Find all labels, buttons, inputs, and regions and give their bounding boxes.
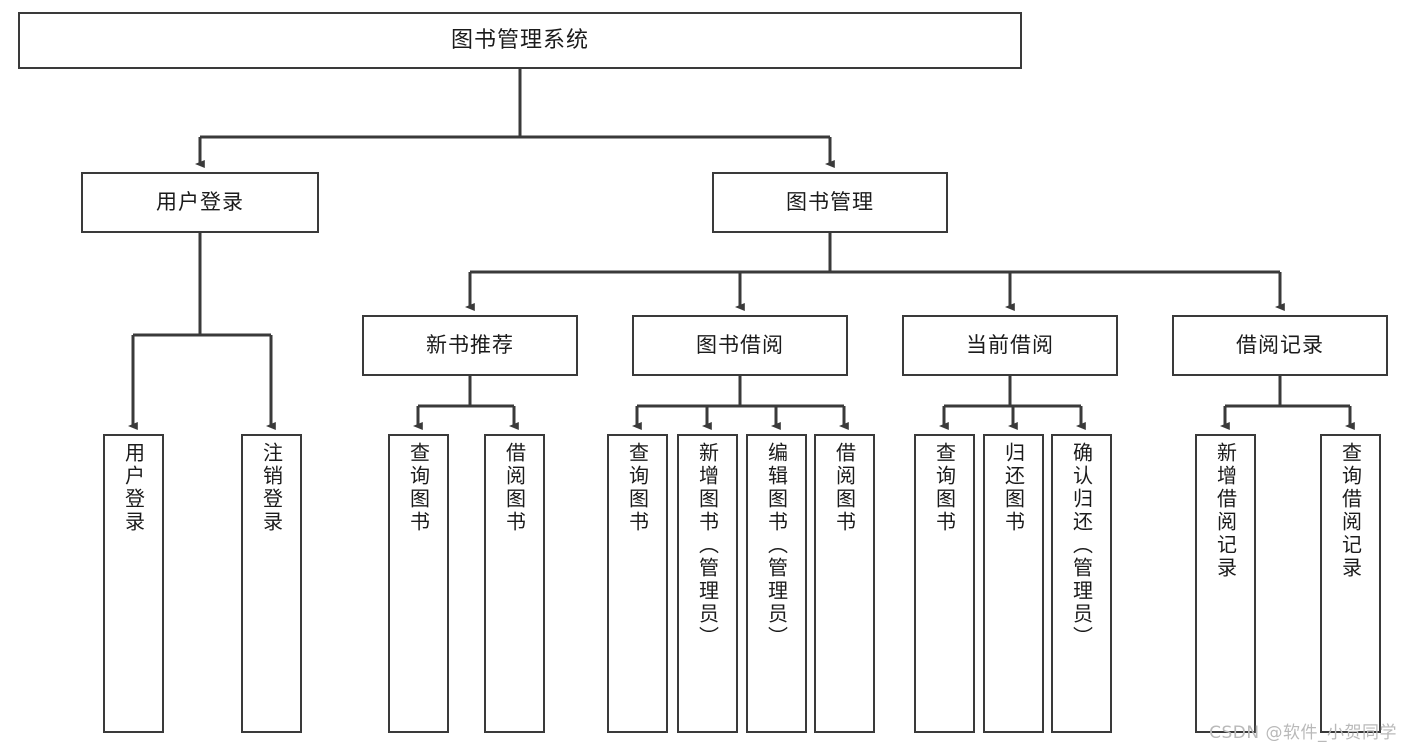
node-user-login-label: 用户登录 xyxy=(156,190,244,215)
node-leaf-edit-book[interactable]: 编辑图书（管理员） xyxy=(746,434,807,733)
node-leaf-borrow-book-2[interactable]: 借阅图书 xyxy=(814,434,875,733)
node-current-borrow[interactable]: 当前借阅 xyxy=(902,315,1118,376)
node-leaf-query-borrow-record[interactable]: 查询借阅记录 xyxy=(1320,434,1381,733)
node-leaf-add-book[interactable]: 新增图书（管理员） xyxy=(677,434,738,733)
node-leaf-confirm-return-label: 确认归还（管理员） xyxy=(1069,442,1094,649)
node-book-management[interactable]: 图书管理 xyxy=(712,172,948,233)
node-borrow-record[interactable]: 借阅记录 xyxy=(1172,315,1388,376)
node-leaf-query-book-2-label: 查询图书 xyxy=(625,442,650,534)
node-leaf-borrow-book-1-label: 借阅图书 xyxy=(502,442,527,534)
node-root-label: 图书管理系统 xyxy=(450,27,589,53)
watermark-text: CSDN @软件_小贺同学 xyxy=(1209,723,1397,743)
node-leaf-query-book-1-label: 查询图书 xyxy=(406,442,431,534)
node-new-book-recommend[interactable]: 新书推荐 xyxy=(362,315,578,376)
node-leaf-confirm-return[interactable]: 确认归还（管理员） xyxy=(1051,434,1112,733)
node-borrow-record-label: 借阅记录 xyxy=(1236,333,1324,358)
node-leaf-add-book-label: 新增图书（管理员） xyxy=(695,442,720,649)
node-leaf-borrow-book-2-label: 借阅图书 xyxy=(832,442,857,534)
node-leaf-query-book-2[interactable]: 查询图书 xyxy=(607,434,668,733)
node-leaf-borrow-book-1[interactable]: 借阅图书 xyxy=(484,434,545,733)
node-leaf-query-borrow-record-label: 查询借阅记录 xyxy=(1338,442,1363,580)
node-leaf-user-login-label: 用户登录 xyxy=(121,442,146,534)
node-leaf-query-book-3-label: 查询图书 xyxy=(932,442,957,534)
node-book-borrow[interactable]: 图书借阅 xyxy=(632,315,848,376)
node-leaf-query-book-3[interactable]: 查询图书 xyxy=(914,434,975,733)
node-leaf-add-borrow-record[interactable]: 新增借阅记录 xyxy=(1195,434,1256,733)
node-leaf-logout-label: 注销登录 xyxy=(259,442,284,534)
node-leaf-add-borrow-record-label: 新增借阅记录 xyxy=(1213,442,1238,580)
node-book-borrow-label: 图书借阅 xyxy=(696,333,784,358)
node-current-borrow-label: 当前借阅 xyxy=(966,333,1054,358)
node-leaf-edit-book-label: 编辑图书（管理员） xyxy=(764,442,789,649)
node-leaf-query-book-1[interactable]: 查询图书 xyxy=(388,434,449,733)
node-leaf-return-book-label: 归还图书 xyxy=(1001,442,1026,534)
node-leaf-return-book[interactable]: 归还图书 xyxy=(983,434,1044,733)
node-leaf-user-login[interactable]: 用户登录 xyxy=(103,434,164,733)
node-new-book-recommend-label: 新书推荐 xyxy=(426,333,514,358)
node-root[interactable]: 图书管理系统 xyxy=(18,12,1022,69)
node-leaf-logout[interactable]: 注销登录 xyxy=(241,434,302,733)
node-user-login[interactable]: 用户登录 xyxy=(81,172,319,233)
node-book-management-label: 图书管理 xyxy=(786,190,874,215)
